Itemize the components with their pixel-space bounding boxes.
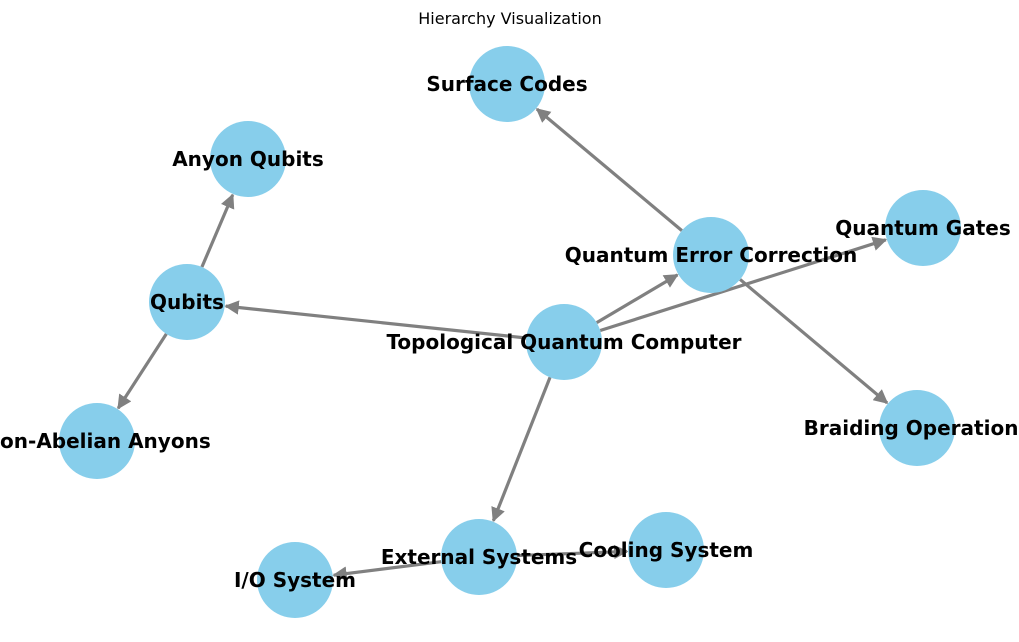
node-cooling-system <box>628 512 704 588</box>
edge-layer <box>116 107 889 581</box>
node-topological-quantum-computer <box>526 304 602 380</box>
node-qubits <box>149 264 225 340</box>
edge-topological-quantum-computer-to-qubits <box>224 300 527 340</box>
node-quantum-gates <box>885 190 961 266</box>
node-label-anyon-qubits: Anyon Qubits <box>172 147 324 171</box>
diagram-title: Hierarchy Visualization <box>418 9 601 28</box>
node-surface-codes <box>469 46 545 122</box>
node-label-surface-codes: Surface Codes <box>426 72 587 96</box>
node-label-topological-quantum-computer: Topological Quantum Computer <box>386 330 741 354</box>
node-label-non-abelian-anyons: Non-Abelian Anyons <box>0 429 211 453</box>
edge-topological-quantum-computer-to-quantum-error-correction <box>595 273 679 325</box>
edge-topological-quantum-computer-to-external-systems <box>491 376 552 523</box>
node-quantum-error-correction <box>673 217 749 293</box>
node-anyon-qubits <box>210 121 286 197</box>
node-label-braiding-operations: Braiding Operations <box>804 416 1019 440</box>
node-label-qubits: Qubits <box>150 290 224 314</box>
edge-external-systems-to-io-system <box>332 560 442 581</box>
edge-quantum-error-correction-to-surface-codes <box>535 107 683 232</box>
node-label-io-system: I/O System <box>234 568 356 592</box>
edge-external-systems-to-cooling-system <box>516 544 629 560</box>
edge-topological-quantum-computer-to-quantum-gates <box>599 236 888 333</box>
edge-qubits-to-anyon-qubits <box>200 193 235 268</box>
node-label-quantum-gates: Quantum Gates <box>835 216 1011 240</box>
node-braiding-operations <box>879 390 955 466</box>
node-label-quantum-error-correction: Quantum Error Correction <box>565 243 858 267</box>
node-label-cooling-system: Cooling System <box>579 538 754 562</box>
node-external-systems <box>441 519 517 595</box>
edge-quantum-error-correction-to-braiding-operations <box>739 278 889 405</box>
node-non-abelian-anyons <box>59 403 135 479</box>
node-label-external-systems: External Systems <box>381 545 577 569</box>
edge-qubits-to-non-abelian-anyons <box>116 333 168 410</box>
node-layer <box>59 46 961 618</box>
label-layer: Topological Quantum Computer Qubits Quantu… <box>0 72 1019 592</box>
node-io-system <box>257 542 333 618</box>
